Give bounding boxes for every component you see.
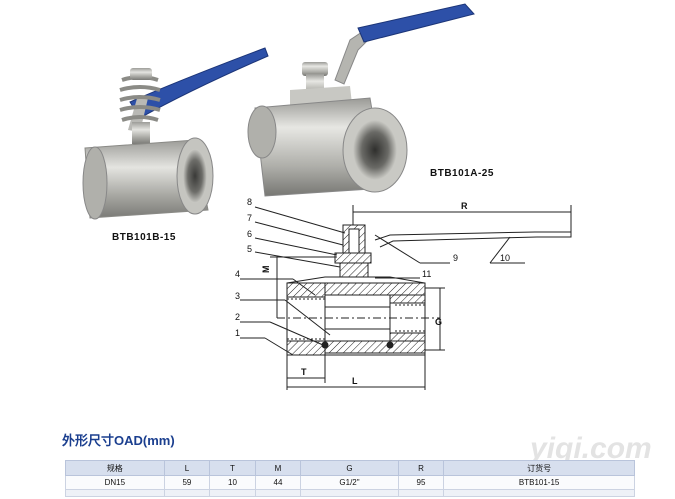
cell-l: 59	[163, 475, 211, 490]
col-header-spec: 规格	[65, 460, 165, 476]
part-number-6: 6	[247, 229, 252, 239]
part-number-8: 8	[247, 197, 252, 207]
part-number-9: 9	[453, 253, 458, 263]
dimensions-section-title: 外形尺寸OAD(mm)	[62, 433, 175, 448]
table-header-row: 规格 L T M G R 订货号	[65, 460, 635, 476]
part-number-7: 7	[247, 213, 252, 223]
product-caption-2: BTB101A-25	[430, 168, 494, 179]
col-header-m: M	[254, 460, 302, 476]
cell-order-no: BTB101-15	[443, 475, 635, 490]
part-number-10: 10	[500, 253, 510, 263]
cell-t: 10	[209, 475, 256, 490]
valve-photo-btb101a	[247, 3, 475, 197]
dim-label-l: L	[352, 376, 358, 386]
part-number-4: 4	[235, 269, 240, 279]
dim-label-t: T	[301, 367, 307, 377]
product-caption-1: BTB101B-15	[112, 232, 176, 243]
cell-spec: DN15	[65, 475, 165, 490]
part-number-1: 1	[235, 328, 240, 338]
col-header-r: R	[397, 460, 445, 476]
valve-photo-btb101b	[82, 47, 269, 220]
part-number-3: 3	[235, 291, 240, 301]
col-header-t: T	[209, 460, 256, 476]
cell-r: 95	[397, 475, 445, 490]
col-header-l: L	[163, 460, 211, 476]
part-number-5: 5	[247, 244, 252, 254]
table-row: DN15 59 10 44 G1/2" 95 BTB101-15	[65, 475, 635, 490]
dim-label-r: R	[461, 201, 468, 211]
col-header-g: G	[300, 460, 399, 476]
dim-label-g: G	[435, 317, 442, 327]
dim-label-m: M	[261, 266, 271, 274]
valve-cross-section-diagram: 8 7 6 5 4 3 2 1 9 11 10 R M G T L	[235, 197, 572, 390]
part-number-11: 11	[422, 269, 431, 279]
cell-m: 44	[254, 475, 302, 490]
watermark: yiqi.com	[530, 432, 652, 465]
col-header-order-no: 订货号	[443, 460, 635, 476]
table-row-cut-off	[65, 489, 635, 497]
part-number-2: 2	[235, 312, 240, 322]
cell-g: G1/2"	[300, 475, 399, 490]
dimension-table: 规格 L T M G R 订货号 DN15 59 10 44 G1/2" 95 …	[65, 460, 635, 497]
